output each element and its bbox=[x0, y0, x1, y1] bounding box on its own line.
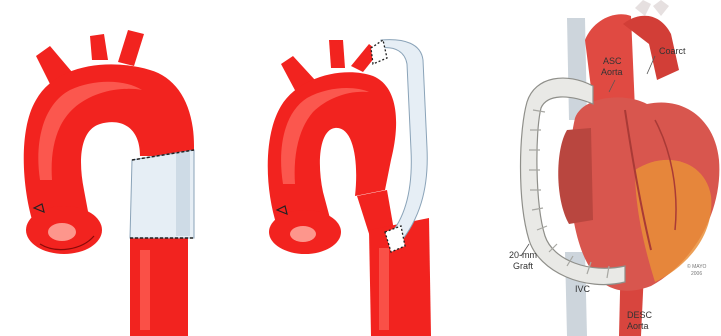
aortic-root-highlight bbox=[48, 223, 76, 241]
graft-label-line2: Graft bbox=[513, 261, 534, 271]
ivc-label: IVC bbox=[575, 284, 591, 294]
descending-aorta-lower bbox=[130, 232, 188, 336]
interposition-graft-illustration bbox=[0, 0, 245, 336]
left-carotid-branch bbox=[329, 40, 345, 68]
arch-branch-vessels bbox=[635, 0, 669, 16]
copyright-line1: © MAYO bbox=[687, 263, 707, 270]
left-carotid-branch bbox=[90, 34, 108, 60]
coarct-label: Coarct bbox=[659, 46, 686, 56]
desc-aorta-label-line2: Aorta bbox=[627, 321, 649, 331]
desc-aorta-label-line1: DESC bbox=[627, 310, 653, 320]
left-subclavian-branch bbox=[118, 30, 144, 66]
heart-bypass-panel: Coarct ASC Aorta 20-mm Graft IVC DESC Ao… bbox=[475, 0, 721, 336]
bypass-graft-illustration bbox=[245, 0, 475, 336]
aortic-root-highlight bbox=[290, 226, 316, 242]
bypass-graft-panel bbox=[245, 0, 475, 336]
right-atrium bbox=[558, 128, 593, 224]
superior-vena-cava bbox=[567, 18, 587, 120]
asc-aorta-label-line1: ASC bbox=[603, 56, 622, 66]
copyright-line2: 2006 bbox=[691, 271, 702, 277]
interposition-graft-panel bbox=[0, 0, 245, 336]
descending-aorta-highlight bbox=[140, 250, 150, 330]
graft-shade bbox=[176, 152, 190, 236]
heart-bypass-illustration: Coarct ASC Aorta 20-mm Graft IVC DESC Ao… bbox=[475, 0, 721, 336]
descending-aorta-highlight bbox=[379, 248, 389, 330]
asc-aorta-label-line2: Aorta bbox=[601, 67, 623, 77]
graft-label-line1: 20-mm bbox=[509, 250, 537, 260]
